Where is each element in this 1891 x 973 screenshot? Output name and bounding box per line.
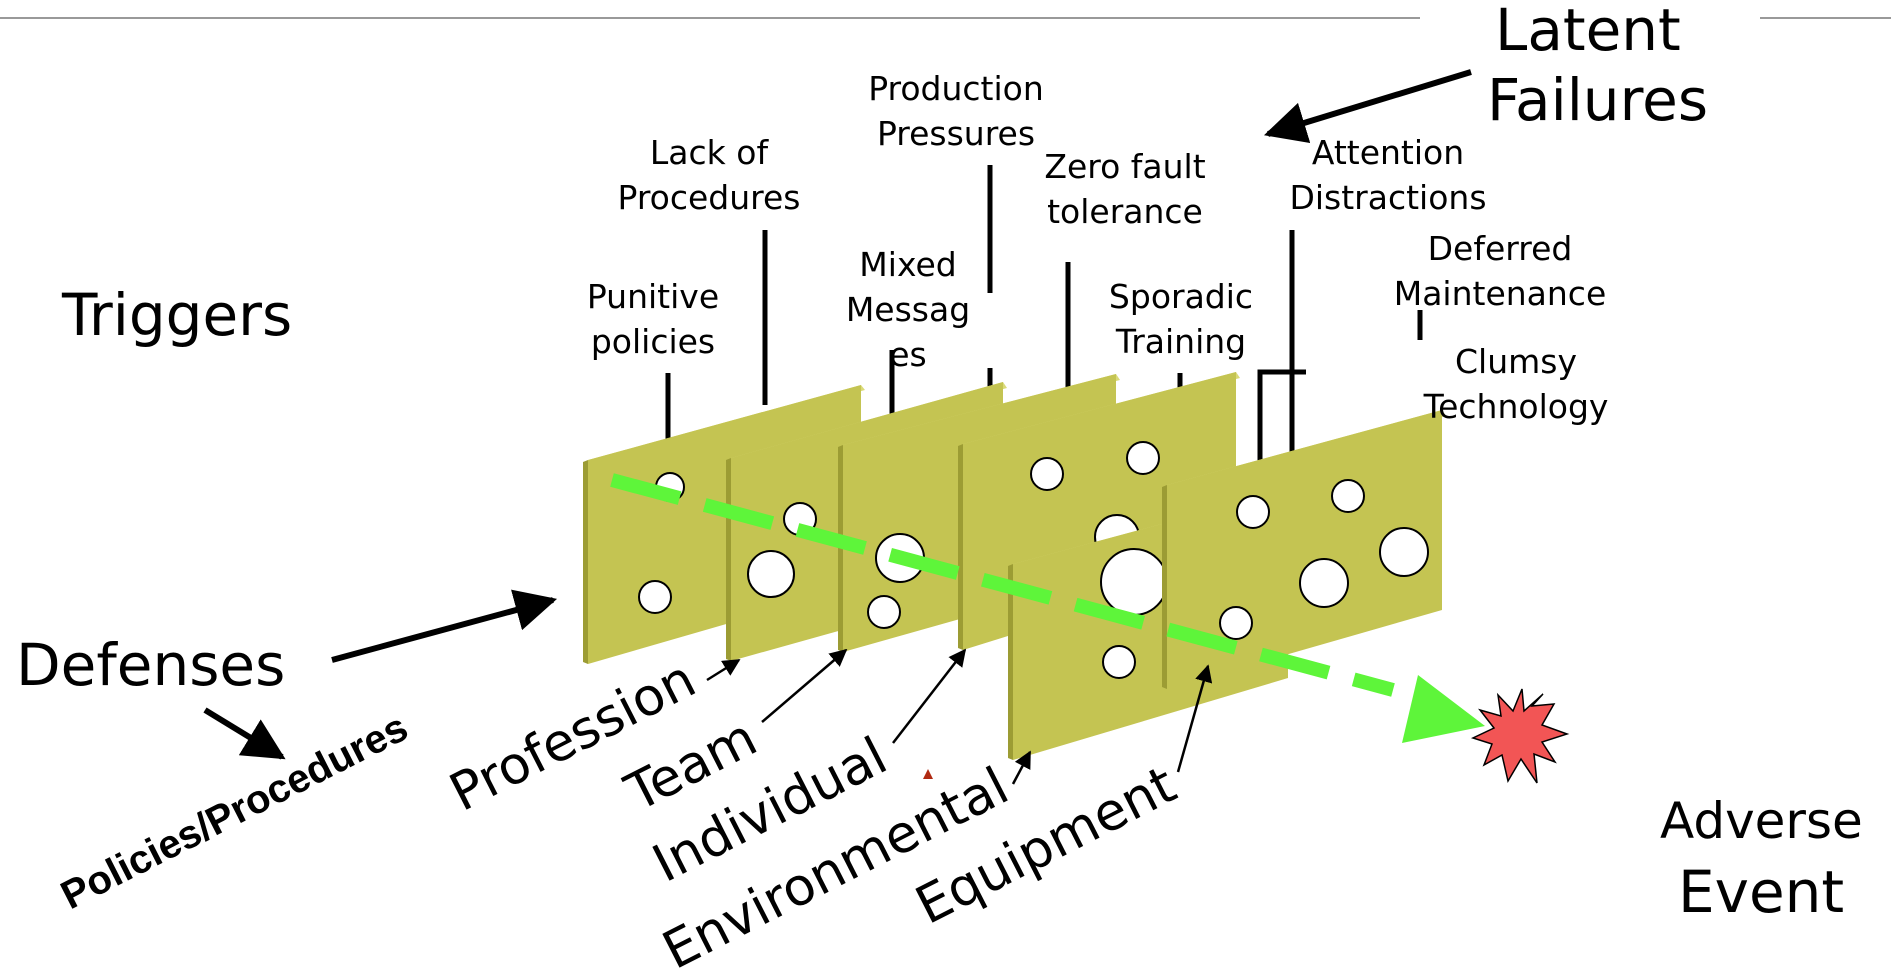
latent-failure-2-line2: Procedures bbox=[618, 178, 801, 217]
latent-failure-5-line1: Zero fault bbox=[1044, 147, 1205, 186]
latent-failure-5-line2: tolerance bbox=[1047, 192, 1203, 231]
latent-failure-2-line1: Lack of bbox=[650, 133, 770, 172]
defenses-arrow-main bbox=[331, 589, 558, 663]
layer-pointer-arrows bbox=[706, 648, 1213, 785]
adverse-event-label-line2: Event bbox=[1678, 858, 1844, 926]
latent-failure-8-line2: Maintenance bbox=[1394, 274, 1607, 313]
latent-failures-arrow bbox=[1263, 69, 1472, 144]
latent-failure-3-line3: es bbox=[889, 335, 927, 374]
defenses-arrow-policies bbox=[203, 707, 286, 760]
defenses-label: Defenses bbox=[16, 631, 285, 699]
layer-label-policies-procedures: Policies/Procedures bbox=[54, 705, 415, 918]
trajectory-arrowhead bbox=[1402, 675, 1485, 743]
latent-failures-label-line2: Failures bbox=[1487, 66, 1708, 134]
adverse-event-label-line1: Adverse bbox=[1660, 792, 1863, 850]
latent-failure-labels: Punitive policies Lack of Procedures Mix… bbox=[587, 69, 1609, 426]
latent-failure-3-line2: Messag bbox=[846, 290, 970, 329]
latent-failure-1-line1: Punitive bbox=[587, 277, 719, 316]
latent-failure-9-line2: Technology bbox=[1423, 387, 1609, 426]
latent-failure-leaders bbox=[665, 165, 1423, 465]
latent-failure-4-line2: Pressures bbox=[877, 114, 1035, 153]
defense-slice-6 bbox=[1162, 410, 1446, 689]
latent-failure-6-line1: Sporadic bbox=[1109, 277, 1253, 316]
latent-failure-3-line1: Mixed bbox=[859, 245, 956, 284]
triggers-label: Triggers bbox=[61, 281, 292, 349]
latent-failures-label-line1: Latent bbox=[1495, 0, 1681, 64]
latent-failure-9-line1: Clumsy bbox=[1455, 342, 1577, 381]
latent-failure-1-line2: policies bbox=[591, 322, 715, 361]
accident-trajectory bbox=[610, 473, 1395, 697]
latent-failure-7-line2: Distractions bbox=[1289, 178, 1486, 217]
latent-failure-4-line1: Production bbox=[868, 69, 1044, 108]
small-marker bbox=[923, 769, 933, 779]
latent-failure-6-line2: Training bbox=[1115, 322, 1246, 361]
latent-failure-7-line1: Attention bbox=[1312, 133, 1464, 172]
adverse-event-burst bbox=[1470, 688, 1570, 784]
latent-failure-8-line1: Deferred bbox=[1428, 229, 1573, 268]
